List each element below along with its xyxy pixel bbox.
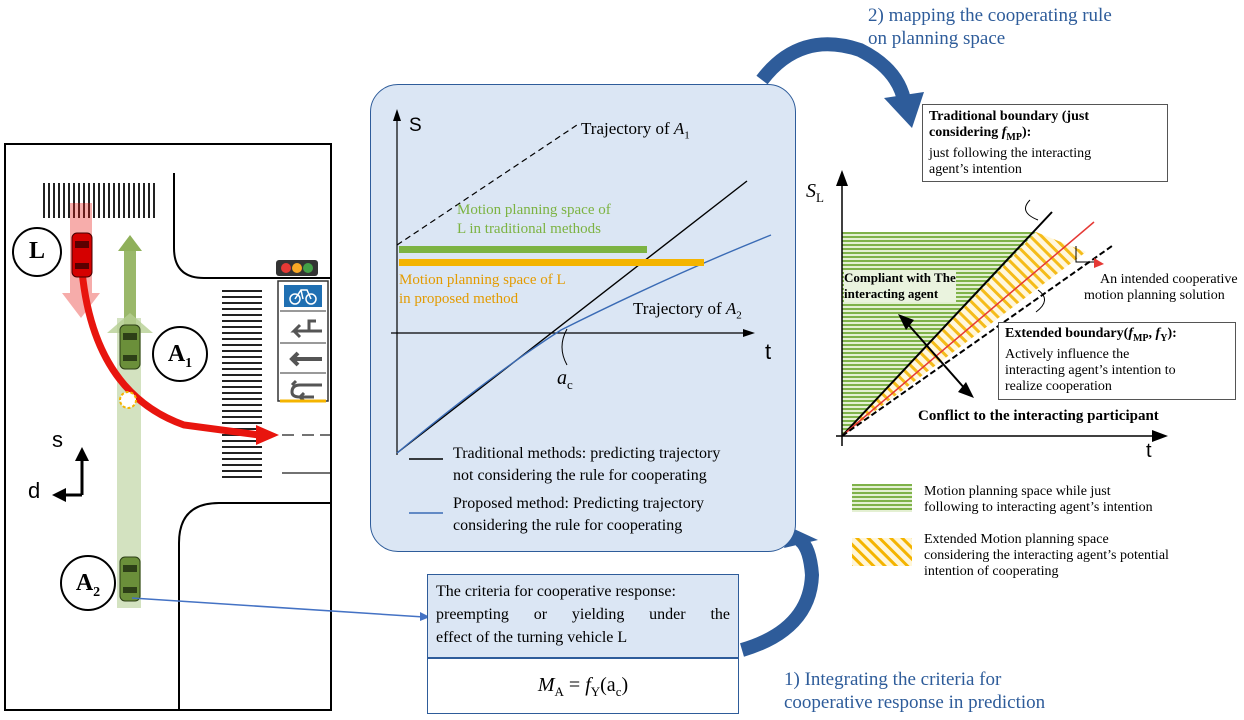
vehicle-l-car — [71, 232, 93, 278]
ac-label: ac — [557, 367, 573, 392]
ac-pointer — [561, 328, 568, 366]
compliant-label: Compliant with The interacting agent — [844, 270, 956, 302]
proposed-prediction-curve — [396, 234, 772, 454]
lane-markings — [282, 434, 330, 474]
vehicle-a2-car — [119, 556, 141, 602]
legend-green-swatch — [852, 484, 912, 512]
lane-signs-panel — [277, 280, 329, 403]
legend-blue-text: Proposed method: Predicting trajectory c… — [453, 495, 705, 534]
a2-to-criteria-connector — [131, 597, 425, 618]
legend-black-text: Traditional methods: predicting trajecto… — [453, 445, 721, 484]
legend-green-text: Motion planning space while just followi… — [924, 484, 1153, 515]
s-axis-label: S — [409, 115, 422, 136]
t-axis-label: t — [765, 339, 772, 364]
intersection-scene: L A1 A2 s d — [4, 143, 332, 711]
legend-yellow-text: Extended Motion planning space consideri… — [924, 532, 1169, 579]
extended-boundary-box: Extended boundary(fMP, fY): Actively inf… — [998, 322, 1236, 400]
step2-curved-arrow — [756, 37, 912, 107]
criteria-box: The criteria for cooperative response: p… — [427, 574, 739, 658]
t-axis-right-label: t — [1146, 440, 1152, 462]
vehicle-l-label: L — [12, 227, 62, 277]
sd-axis-icon — [52, 447, 89, 502]
straight-left-arrow-icon — [290, 319, 322, 339]
vehicle-a2-label: A2 — [60, 555, 116, 611]
compliance-conflict-arrow — [905, 321, 967, 391]
prediction-panel: S t Trajectory of A1 Motion planning spa… — [370, 84, 796, 552]
green-space-label: Motion planning space of L in traditiona… — [457, 202, 611, 237]
trajectory-a1-label: Trajectory of A1 — [581, 119, 690, 142]
traditional-boundary-box: Traditional boundary (just considering f… — [922, 104, 1168, 182]
vehicle-a1-car — [119, 324, 141, 370]
axis-d-label: d — [28, 478, 41, 503]
orange-planning-bar — [399, 259, 704, 266]
extended-boundary-line — [841, 245, 1113, 437]
vehicle-a1-label: A1 — [152, 326, 208, 382]
intended-solution-label: An intended cooperative motion planning … — [1084, 272, 1238, 303]
step1-annotation: 1) Integrating the criteria for cooperat… — [784, 669, 1046, 713]
crosswalk-right — [222, 290, 262, 478]
traditional-boundary-line — [841, 211, 1053, 437]
left-arrow-icon — [289, 351, 322, 367]
trajectory-a1-line — [396, 124, 578, 246]
green-planning-bar — [399, 246, 647, 253]
a1-path-arrow — [107, 235, 153, 333]
axis-s-label: s — [52, 427, 63, 452]
conflict-point — [119, 391, 137, 409]
l-turning-path — [78, 270, 260, 439]
step2-annotation: 2) mapping the cooperating rule on plann… — [868, 5, 1112, 49]
sl-axis-label: SL — [806, 180, 824, 205]
crosswalk-top — [43, 183, 155, 218]
intended-solution-line — [841, 221, 1095, 437]
legend-yellow-swatch — [852, 538, 912, 566]
formula-box: MA = fY(ac) — [427, 658, 739, 714]
orange-space-label: Motion planning space of L in proposed m… — [399, 272, 566, 307]
trajectory-a2-label: Trajectory of A2 — [633, 299, 742, 322]
road-edge-top-right — [173, 173, 332, 279]
traditional-prediction-line — [396, 180, 748, 454]
traffic-light-icon — [276, 260, 318, 276]
step1-curved-arrow — [739, 534, 820, 657]
road-edge-bottom-right — [178, 502, 332, 711]
conflict-label: Conflict to the interacting participant — [918, 408, 1159, 424]
